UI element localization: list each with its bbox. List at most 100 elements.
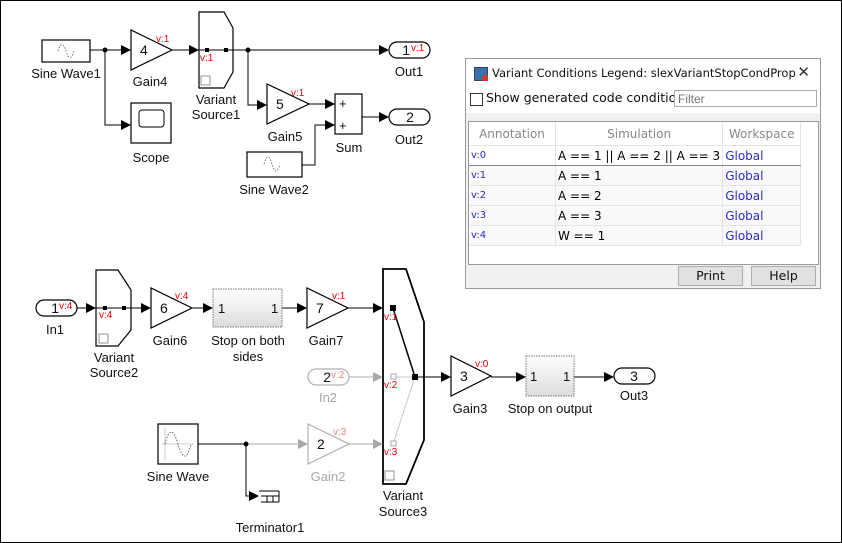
stop-on-both-sides-subsystem[interactable]: 1 1 Stop on both sides	[211, 288, 285, 364]
variant-source3-annotation-3: v:3	[384, 447, 398, 458]
sine-icon	[263, 156, 281, 172]
row-simulation: A == 2	[555, 185, 724, 206]
print-button[interactable]: Print	[678, 266, 743, 286]
show-code-conditions-checkbox[interactable]	[470, 93, 483, 106]
gain4-block[interactable]: 4 v:1 Gain4	[130, 29, 174, 89]
gain3-value: 3	[460, 368, 468, 384]
row-workspace: Global	[722, 185, 802, 206]
gain6-block[interactable]: 6 v:4 Gain6	[150, 287, 194, 348]
scope-block[interactable]: Scope	[130, 102, 172, 165]
gain2-block[interactable]: 2 v:3 Gain2	[307, 423, 351, 484]
gain5-label: Gain5	[268, 129, 303, 144]
in1-label: In1	[46, 322, 64, 337]
stop-both-label-2: sides	[233, 349, 264, 364]
out2-label: Out2	[395, 132, 423, 147]
out1-block[interactable]: 1 v:1 Out1	[388, 41, 431, 79]
top-signal-lines	[90, 45, 389, 166]
variant-source1-label-1: Variant	[196, 92, 237, 107]
variant-source3-annotation-2: v:2	[384, 380, 398, 391]
stop-on-output-subsystem[interactable]: 1 1 Stop on output	[508, 355, 593, 416]
variant-icon	[384, 470, 395, 481]
out3-block[interactable]: 3 Out3	[613, 367, 656, 403]
gain2-label: Gain2	[311, 469, 346, 484]
sum-block[interactable]: + + Sum	[334, 93, 363, 155]
show-code-conditions-label[interactable]: Show generated code conditions	[486, 90, 691, 105]
branch-point	[245, 47, 251, 53]
stop-both-in-port: 1	[218, 301, 225, 316]
variant-source2-block[interactable]: v:4 Variant Source2	[90, 269, 138, 380]
gain3-annotation: v:0	[475, 359, 489, 370]
column-header-simulation[interactable]: Simulation	[555, 122, 724, 146]
variant-source1-block[interactable]: v:1 Variant Source1	[192, 11, 240, 122]
row-simulation: A == 3	[555, 205, 724, 226]
legend-table: Annotation Simulation Workspace v:0 A ==…	[469, 122, 802, 246]
row-annotation: v:2	[469, 185, 556, 206]
variant-source1-annotation: v:1	[200, 53, 214, 64]
gain5-block[interactable]: 5 v:1 Gain5	[266, 83, 311, 144]
gain7-block[interactable]: 7 v:1 Gain7	[306, 287, 350, 348]
row-annotation: v:0	[469, 145, 556, 166]
sine-wave-block[interactable]: Sine Wave	[147, 423, 209, 484]
in2-block[interactable]: 2 v:2 In2	[307, 368, 350, 405]
scope-label: Scope	[133, 150, 170, 165]
table-row[interactable]: v:0 A == 1 || A == 2 || A == 3 Global	[469, 145, 802, 166]
terminator1-block[interactable]: Terminator1	[236, 490, 305, 535]
table-row[interactable]: v:4 W == 1 Global	[469, 225, 802, 246]
stop-both-out-port: 1	[271, 301, 278, 316]
in1-port: 1	[51, 300, 59, 316]
gain7-annotation: v:1	[332, 291, 346, 302]
row-workspace: Global	[722, 225, 802, 246]
sine-wave2-label: Sine Wave2	[239, 182, 309, 197]
scope-screen-icon	[138, 109, 165, 128]
variant-source2-annotation: v:4	[99, 310, 113, 321]
table-row[interactable]: v:1 A == 1 Global	[469, 165, 802, 186]
sum-label: Sum	[336, 140, 363, 155]
gain5-value: 5	[276, 96, 284, 112]
bottom-signal-lines	[77, 303, 614, 501]
branch-point	[102, 47, 108, 53]
gain6-label: Gain6	[153, 333, 188, 348]
terminator1-label: Terminator1	[236, 520, 305, 535]
out1-label: Out1	[395, 64, 423, 79]
gain3-label: Gain3	[453, 401, 488, 416]
help-button[interactable]: Help	[751, 266, 816, 286]
dialog-title-bar[interactable]: Variant Conditions Legend: slexVariantSt…	[466, 59, 820, 87]
sine-wave1-label: Sine Wave1	[31, 66, 101, 81]
gain7-label: Gain7	[309, 333, 344, 348]
row-workspace: Global	[722, 145, 802, 166]
filter-input[interactable]	[674, 90, 817, 107]
variant-source3-label-1: Variant	[383, 488, 424, 503]
variant-source1-label-2: Source1	[192, 107, 240, 122]
gain3-block[interactable]: 3 v:0 Gain3	[450, 355, 493, 416]
gain7-value: 7	[316, 300, 324, 316]
variant-source3-block[interactable]: v:1 v:2 v:3 Variant Source3	[379, 268, 427, 519]
variant-conditions-legend-dialog: Variant Conditions Legend: slexVariantSt…	[465, 58, 821, 289]
table-row[interactable]: v:2 A == 2 Global	[469, 185, 802, 206]
in1-annotation: v:4	[59, 301, 73, 312]
out1-annotation: v:1	[411, 43, 425, 54]
row-annotation: v:3	[469, 205, 556, 226]
sine-wave1-block[interactable]: Sine Wave1	[31, 39, 101, 81]
close-icon[interactable]: ✕	[797, 63, 810, 81]
branch-point	[243, 441, 249, 447]
row-annotation: v:4	[469, 225, 556, 246]
sine-wave-label: Sine Wave	[147, 469, 209, 484]
stop-both-label-1: Stop on both	[211, 333, 285, 348]
variant-source3-label-2: Source3	[379, 504, 427, 519]
in1-block[interactable]: 1 v:4 In1	[35, 299, 78, 337]
gain2-annotation: v:3	[333, 427, 347, 438]
sine-wave2-block[interactable]: Sine Wave2	[239, 151, 309, 197]
column-header-annotation[interactable]: Annotation	[469, 122, 556, 146]
row-workspace: Global	[722, 165, 802, 186]
variant-icon	[200, 75, 211, 86]
out2-port: 2	[406, 109, 414, 125]
stop-output-out-port: 1	[563, 369, 570, 384]
simulink-app-icon	[474, 67, 488, 81]
out2-block[interactable]: 2 Out2	[388, 108, 431, 147]
column-header-workspace[interactable]: Workspace	[722, 122, 802, 146]
table-row[interactable]: v:3 A == 3 Global	[469, 205, 802, 226]
gain5-annotation: v:1	[291, 88, 305, 99]
gain4-value: 4	[140, 42, 148, 58]
gain2-value: 2	[317, 436, 325, 452]
in2-port: 2	[323, 369, 331, 385]
